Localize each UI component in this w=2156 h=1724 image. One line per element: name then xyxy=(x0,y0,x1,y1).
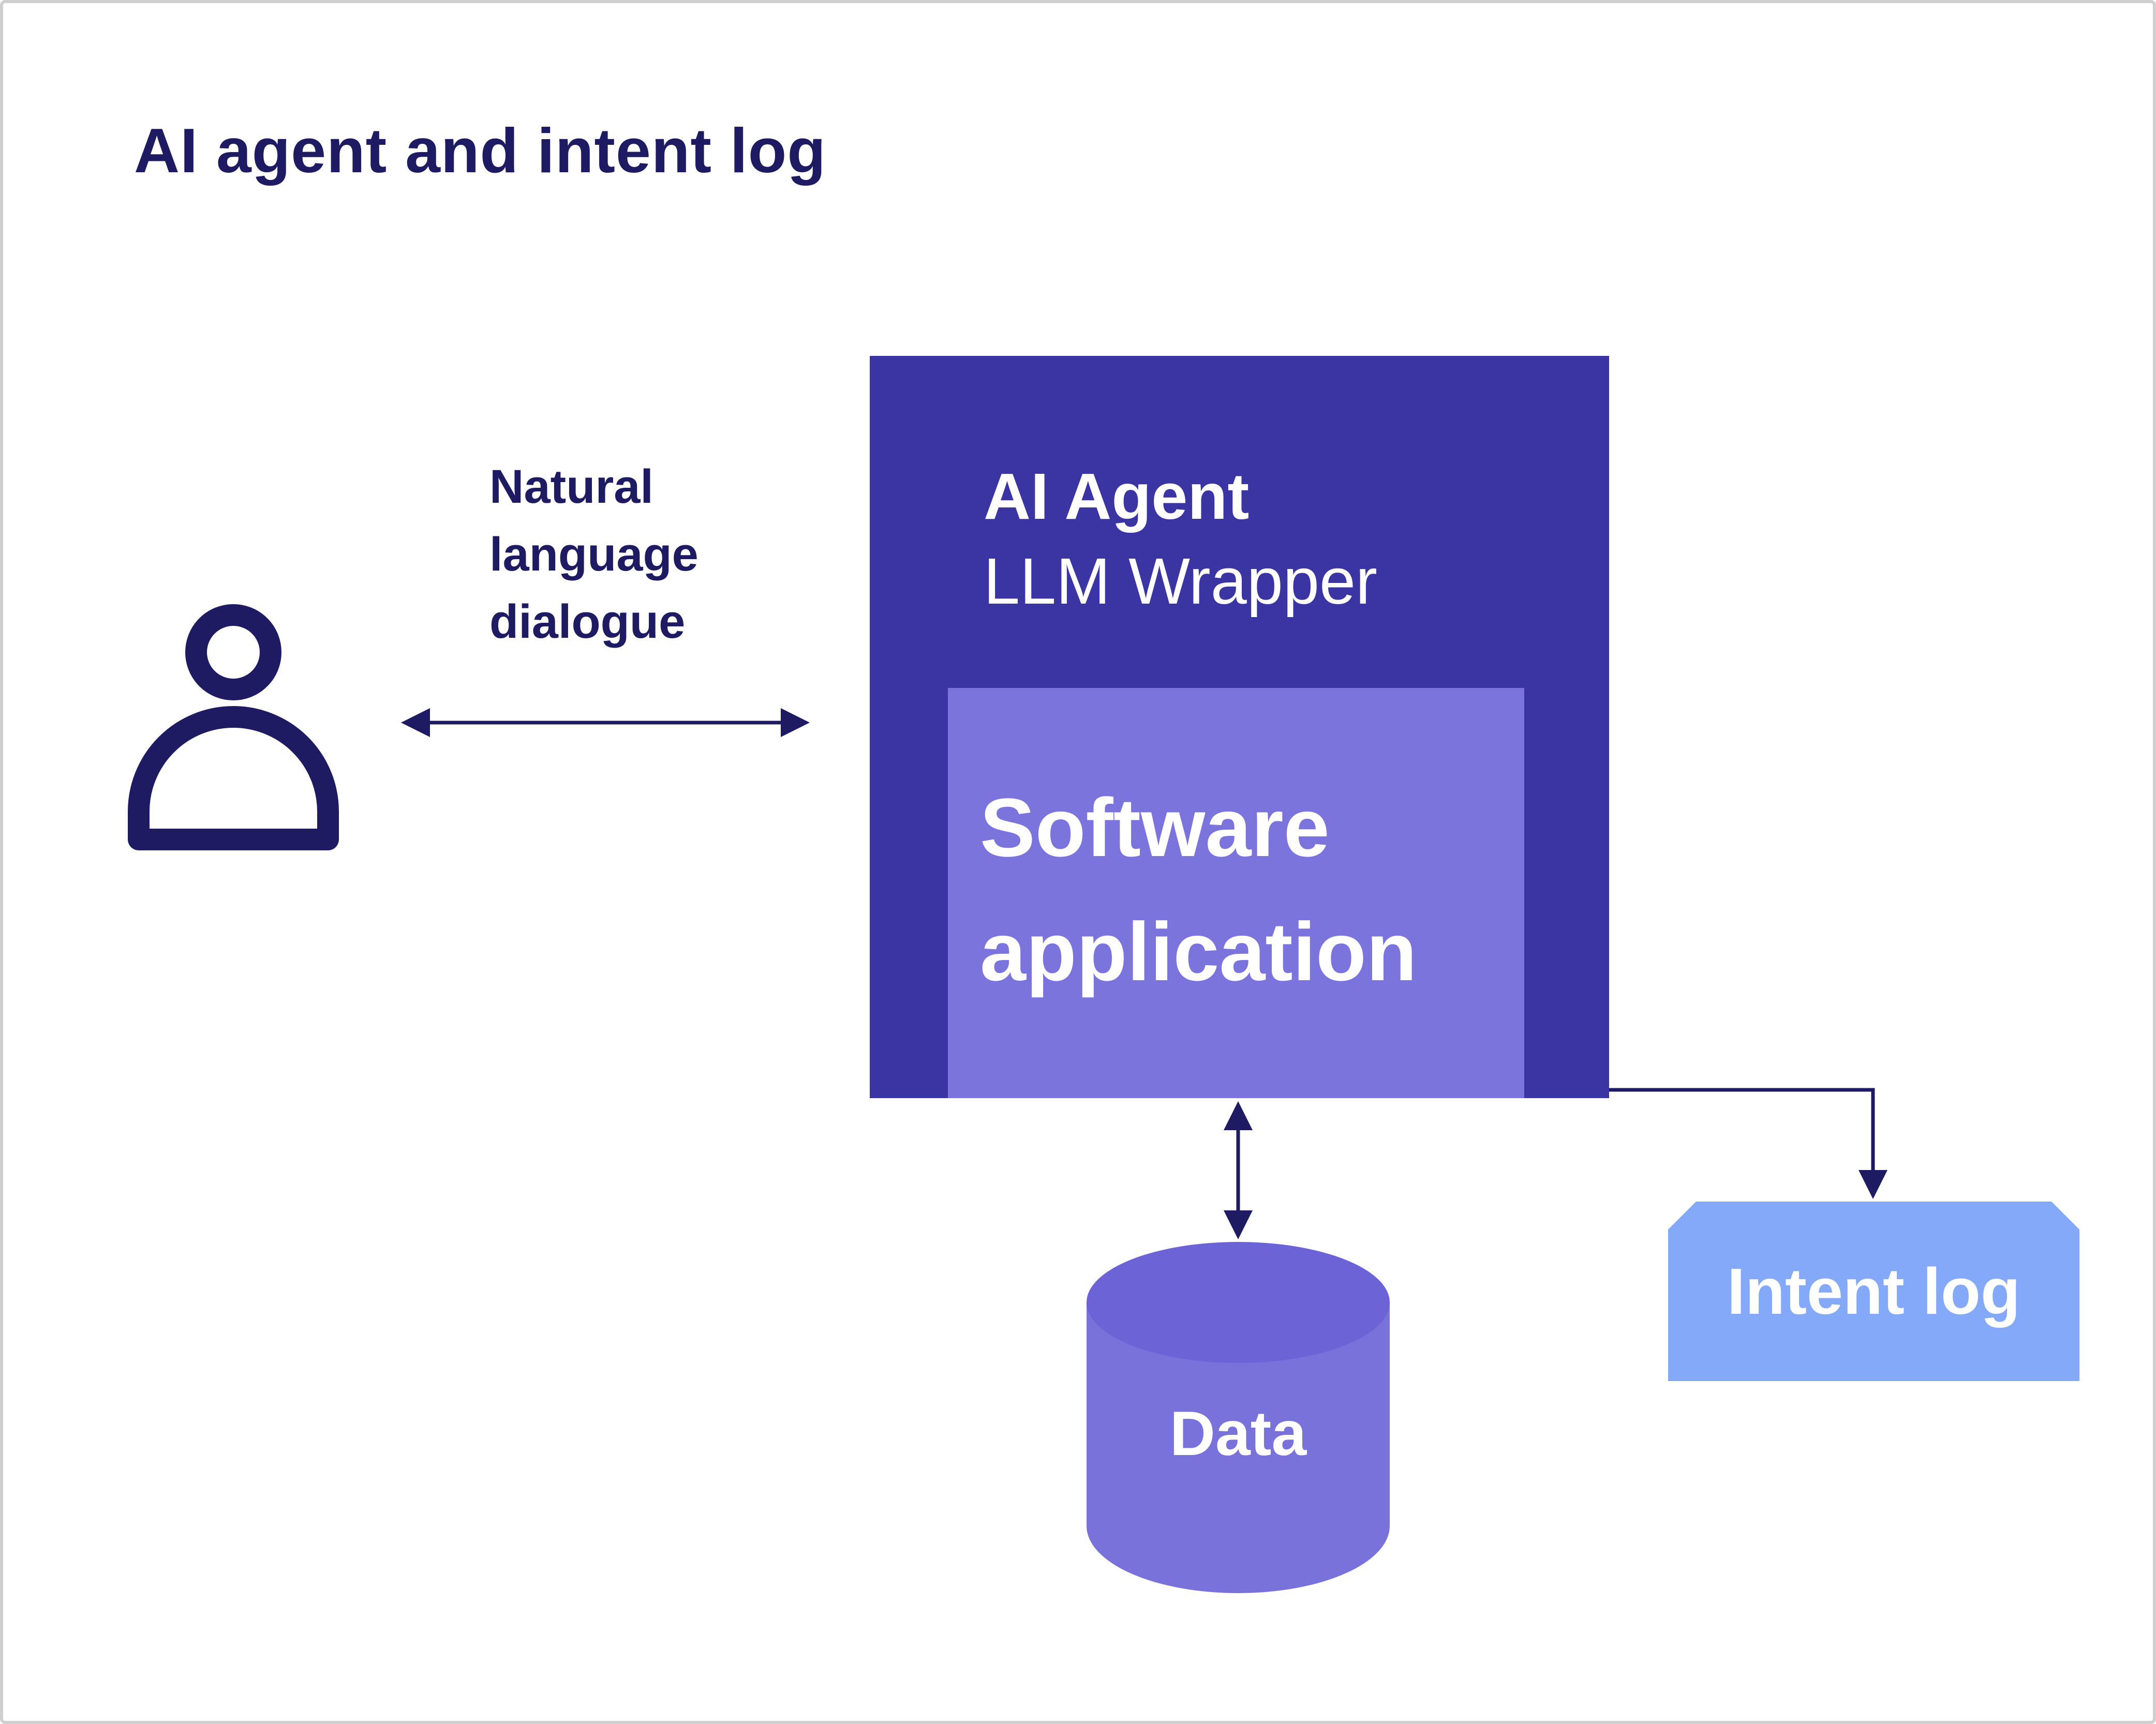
dialogue-label: Natural language dialogue xyxy=(489,460,698,649)
llm-wrapper-subtitle: LLM Wrapper xyxy=(984,544,1377,618)
data-cylinder: Data xyxy=(1087,1242,1390,1594)
intent-log-box: Intent log xyxy=(1668,1202,2079,1381)
diagram-title: AI agent and intent log xyxy=(134,115,826,186)
data-cylinder-top xyxy=(1087,1242,1390,1363)
software-application-label: Software application xyxy=(980,781,1417,998)
ai-agent-title: AI Agent xyxy=(984,460,1250,533)
dialogue-arrow xyxy=(401,708,810,737)
ai-agent-text: AI Agent LLM Wrapper xyxy=(984,454,1377,624)
intent-log-label: Intent log xyxy=(1727,1255,2020,1328)
ai-agent-box: AI Agent LLM Wrapper Software applicatio… xyxy=(870,356,1609,1098)
person-icon xyxy=(128,604,339,850)
intent-log-connector xyxy=(1609,1088,1887,1199)
data-label: Data xyxy=(1169,1398,1307,1468)
software-application-box: Software application xyxy=(948,688,1524,1098)
data-arrow xyxy=(1224,1101,1253,1239)
